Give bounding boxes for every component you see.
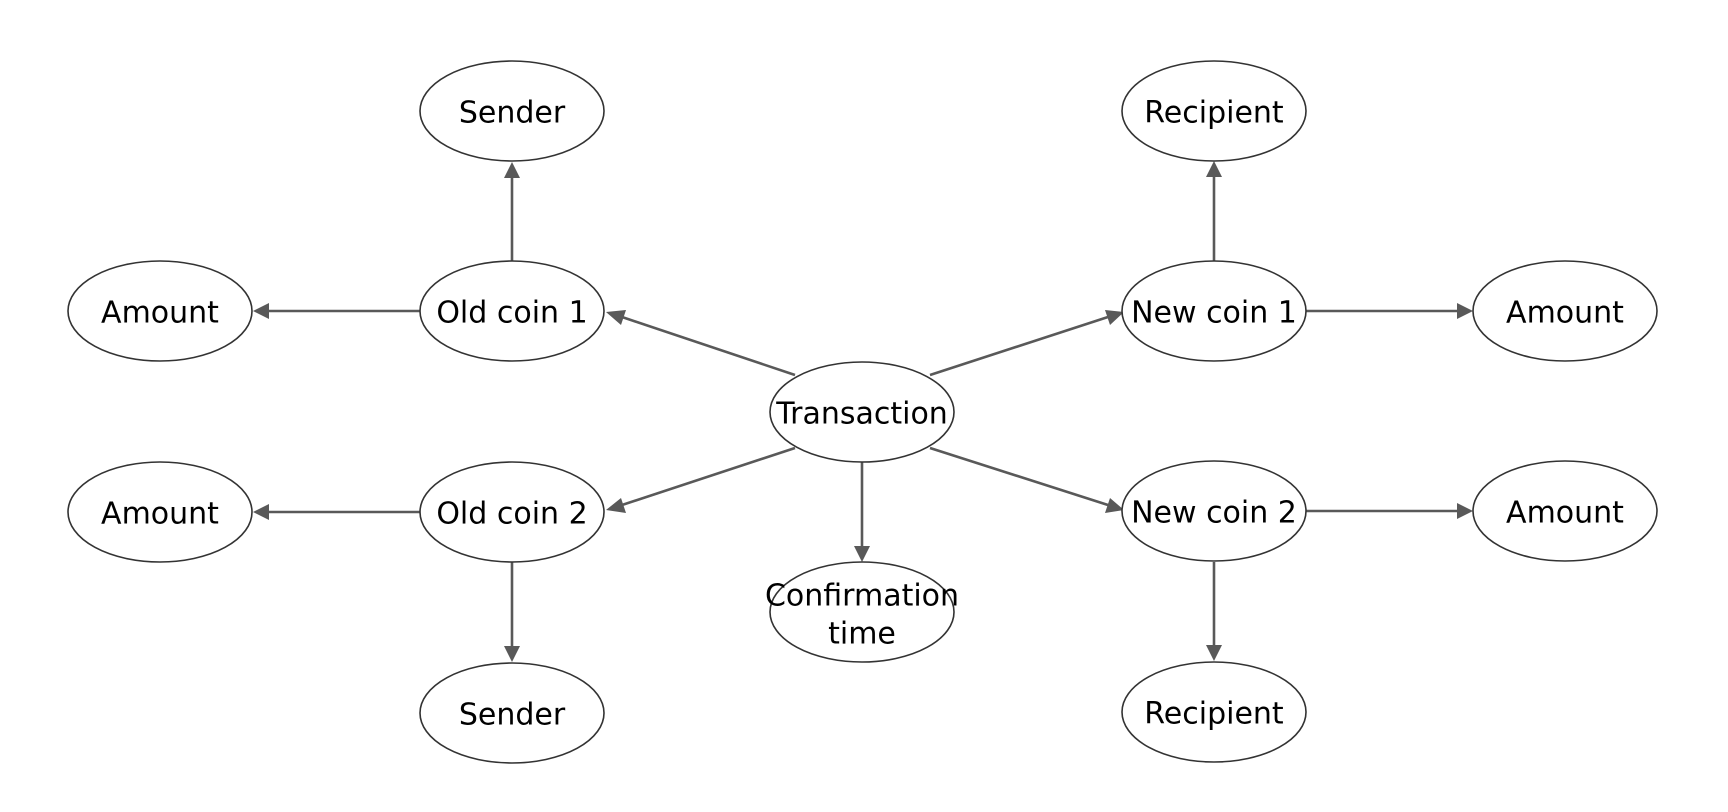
edge-transaction-new-coin-2 (929, 446, 1109, 507)
node-old-coin-1: Old coin 1 (419, 260, 605, 362)
node-amount-new-1: Amount (1472, 260, 1658, 362)
node-label: New coin 2 (1131, 496, 1297, 531)
edges (253, 161, 1473, 662)
arrowhead-recipient-bottom (1206, 645, 1222, 661)
node-label: Recipient (1144, 96, 1284, 131)
arrowhead-old-coin-2 (606, 498, 626, 513)
node-old-coin-2: Old coin 2 (419, 461, 605, 563)
node-label: Transaction (775, 397, 948, 432)
edge-transaction-old-coin-1 (621, 315, 796, 377)
node-label: Old coin 2 (436, 497, 587, 532)
node-recipient-top: Recipient (1121, 60, 1307, 162)
node-label: New coin 1 (1131, 296, 1297, 331)
node-sender-bottom: Sender (419, 662, 605, 764)
arrowhead-amount-old-1 (253, 303, 269, 319)
node-new-coin-1: New coin 1 (1121, 260, 1307, 362)
node-recipient-bottom: Recipient (1121, 661, 1307, 763)
node-amount-old-1: Amount (67, 260, 253, 362)
node-label-line-2: time (828, 617, 896, 652)
arrowhead-amount-new-2 (1457, 503, 1473, 519)
node-new-coin-2: New coin 2 (1121, 460, 1307, 562)
arrowhead-old-coin-1 (606, 310, 626, 325)
arrowhead-amount-old-2 (253, 504, 269, 520)
node-label: Old coin 1 (436, 296, 587, 331)
node-label-line-1: Confirmation (765, 579, 959, 614)
arrowhead-amount-new-1 (1457, 303, 1473, 319)
node-label: Sender (459, 96, 566, 131)
edge-transaction-new-coin-1 (929, 315, 1109, 377)
node-label: Amount (101, 497, 219, 532)
node-amount-new-2: Amount (1472, 460, 1658, 562)
node-label: Amount (1506, 496, 1624, 531)
arrowhead-new-coin-2 (1105, 498, 1124, 513)
arrowhead-new-coin-1 (1105, 310, 1124, 325)
node-sender-top: Sender (419, 60, 605, 162)
node-label: Sender (459, 698, 566, 733)
node-confirmation-time: Confirmation time (765, 561, 959, 663)
node-amount-old-2: Amount (67, 461, 253, 563)
node-label: Recipient (1144, 697, 1284, 732)
arrowhead-sender-bottom (504, 646, 520, 662)
arrowhead-confirmation-time (854, 546, 870, 562)
arrowhead-sender-top (504, 162, 520, 178)
arrowhead-recipient-top (1206, 161, 1222, 177)
node-transaction: Transaction (769, 361, 955, 463)
node-label: Amount (1506, 296, 1624, 331)
edge-transaction-old-coin-2 (621, 446, 796, 507)
node-label: Amount (101, 296, 219, 331)
